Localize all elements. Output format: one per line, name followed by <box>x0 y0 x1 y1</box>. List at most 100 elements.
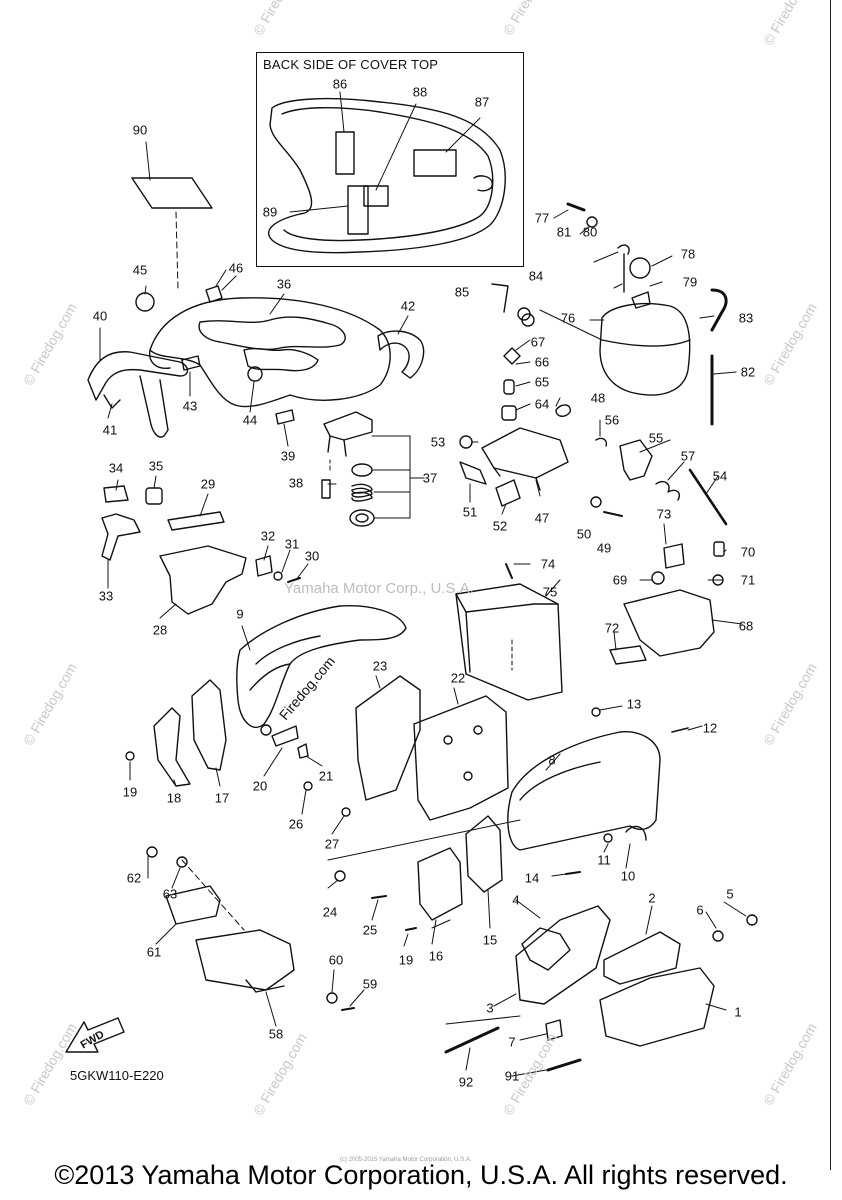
callout-number: 74 <box>540 556 556 572</box>
callout-number: 25 <box>362 922 378 938</box>
callout-number: 72 <box>604 620 620 636</box>
callout-number: 21 <box>318 768 334 784</box>
callout-number: 38 <box>288 475 304 491</box>
callout-number: 46 <box>228 260 244 276</box>
callout-number: 91 <box>504 1068 520 1084</box>
diagram-code: 5GKW110-E220 <box>70 1068 164 1083</box>
callout-number: 3 <box>486 1000 494 1016</box>
callout-number: 42 <box>400 298 416 314</box>
callout-number: 50 <box>576 526 592 542</box>
callout-number: 41 <box>102 422 118 438</box>
callout-number: 16 <box>428 948 444 964</box>
callout-number: 39 <box>280 448 296 464</box>
callout-number: 18 <box>166 790 182 806</box>
inset-title: BACK SIDE OF COVER TOP <box>263 57 439 72</box>
callout-number: 15 <box>482 932 498 948</box>
callout-number: 14 <box>524 870 540 886</box>
callout-number: 32 <box>260 528 276 544</box>
callout-number: 22 <box>450 670 466 686</box>
callout-number: 80 <box>582 224 598 240</box>
callout-number: 71 <box>740 572 756 588</box>
callout-number: 77 <box>534 210 550 226</box>
callout-number: 23 <box>372 658 388 674</box>
callout-number: 29 <box>200 476 216 492</box>
callout-number: 52 <box>492 518 508 534</box>
callout-number: 24 <box>322 904 338 920</box>
callout-number: 67 <box>530 334 546 350</box>
callout-number: 1 <box>734 1004 742 1020</box>
callout-number: 66 <box>534 354 550 370</box>
callout-number: 84 <box>528 268 544 284</box>
callout-number: 63 <box>162 886 178 902</box>
callout-number: 44 <box>242 412 258 428</box>
callout-number: 13 <box>626 696 642 712</box>
callout-number: 90 <box>132 122 148 138</box>
callout-number: 61 <box>146 944 162 960</box>
callout-number: 65 <box>534 374 550 390</box>
callout-number: 68 <box>738 618 754 634</box>
callout-number: 70 <box>740 544 756 560</box>
callout-number: 31 <box>284 536 300 552</box>
callout-number: 86 <box>332 76 348 92</box>
callout-number: 20 <box>252 778 268 794</box>
callout-number: 75 <box>542 584 558 600</box>
callout-number: 55 <box>648 430 664 446</box>
callout-number: 49 <box>596 540 612 556</box>
callout-number: 87 <box>474 94 490 110</box>
cover-top-drawing <box>149 297 391 408</box>
callout-number: 17 <box>214 790 230 806</box>
callout-number: 62 <box>126 870 142 886</box>
callout-number: 48 <box>590 390 606 406</box>
callout-number: 78 <box>680 246 696 262</box>
tiny-notice: (c) 2005-2015 Yamaha Motor Corporation, … <box>340 1157 472 1163</box>
callout-number: 51 <box>462 504 478 520</box>
callout-number: 69 <box>612 572 628 588</box>
callout-number: 9 <box>236 606 244 622</box>
callout-number: 34 <box>108 460 124 476</box>
callout-number: 56 <box>604 412 620 428</box>
copyright-text: ©2013 Yamaha Motor Corporation, U.S.A. A… <box>54 1160 788 1190</box>
callout-number: 54 <box>712 468 728 484</box>
callout-number: 76 <box>560 310 576 326</box>
callout-number: 33 <box>98 588 114 604</box>
callout-number: 45 <box>132 262 148 278</box>
callout-number: 79 <box>682 274 698 290</box>
callout-number: 83 <box>738 310 754 326</box>
callout-number: 43 <box>182 398 198 414</box>
callout-number: 82 <box>740 364 756 380</box>
callout-number: 4 <box>512 892 520 908</box>
callout-number: 2 <box>648 890 656 906</box>
callout-number: 11 <box>597 852 611 868</box>
callout-number: 27 <box>324 836 340 852</box>
callout-number: 85 <box>454 284 470 300</box>
callout-number: 92 <box>458 1074 474 1090</box>
callout-number: 6 <box>696 902 704 918</box>
inset-box: BACK SIDE OF COVER TOP <box>256 52 524 267</box>
callout-number: 59 <box>362 976 378 992</box>
callout-number: 28 <box>152 622 168 638</box>
callout-number: 58 <box>268 1026 284 1042</box>
callout-number: 5 <box>726 886 734 902</box>
callout-number: 19 <box>398 952 414 968</box>
callout-number: 10 <box>620 868 636 884</box>
page-border-line <box>830 0 831 1170</box>
callout-number: 53 <box>430 434 446 450</box>
callout-number: 88 <box>412 84 428 100</box>
cover-top-backside-drawing <box>267 91 506 254</box>
callout-number: 64 <box>534 396 550 412</box>
callout-number: 81 <box>556 224 572 240</box>
callout-number: 57 <box>680 448 696 464</box>
callout-number: 26 <box>288 816 304 832</box>
callout-number: 12 <box>702 720 718 736</box>
callout-number: 35 <box>148 458 164 474</box>
callout-number: 60 <box>328 952 344 968</box>
callout-number: 40 <box>92 308 108 324</box>
callout-number: 7 <box>508 1034 516 1050</box>
callout-number: 89 <box>262 204 278 220</box>
callout-number: 47 <box>534 510 550 526</box>
callout-number: 8 <box>548 752 556 768</box>
callout-number: 73 <box>656 506 672 522</box>
callout-number: 30 <box>304 548 320 564</box>
callout-number: 19 <box>122 784 138 800</box>
